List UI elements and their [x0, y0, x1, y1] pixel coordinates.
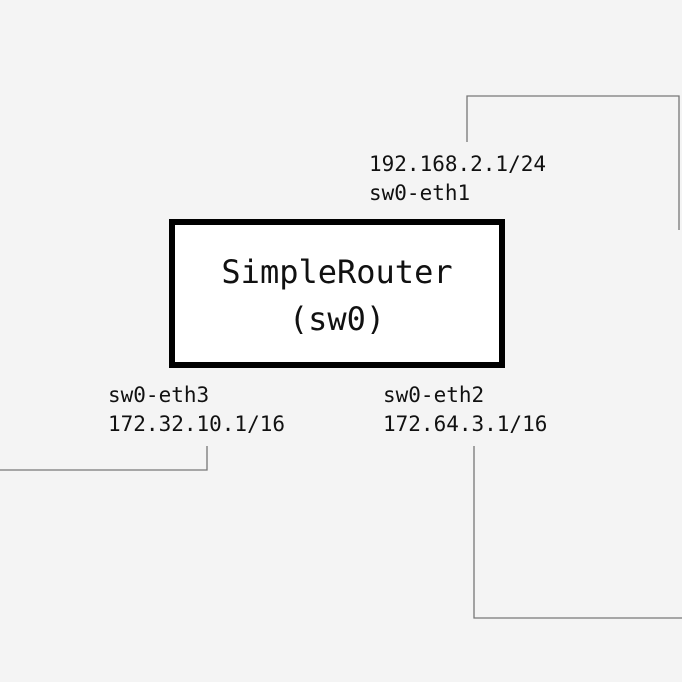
port-eth3-ip: 172.32.10.1/16	[108, 412, 286, 436]
port-eth1-iface: sw0-eth1	[369, 181, 471, 205]
wire-eth3	[0, 446, 208, 471]
wire-eth2	[473, 446, 682, 619]
router-id: (sw0)	[288, 300, 386, 338]
router-name: SimpleRouter	[221, 253, 453, 291]
port-eth2-ip: 172.64.3.1/16	[383, 412, 548, 436]
port-eth2-label: sw0-eth2 172.64.3.1/16	[383, 381, 547, 439]
port-eth1-ip: 192.168.2.1/24	[369, 152, 547, 176]
port-eth1-label: 192.168.2.1/24 sw0-eth1	[369, 150, 546, 208]
wire-eth1	[466, 95, 680, 230]
port-eth2-iface: sw0-eth2	[383, 383, 485, 407]
port-eth3-label: sw0-eth3 172.32.10.1/16	[108, 381, 285, 439]
router-box: SimpleRouter (sw0)	[169, 219, 505, 368]
port-eth3-iface: sw0-eth3	[108, 383, 210, 407]
